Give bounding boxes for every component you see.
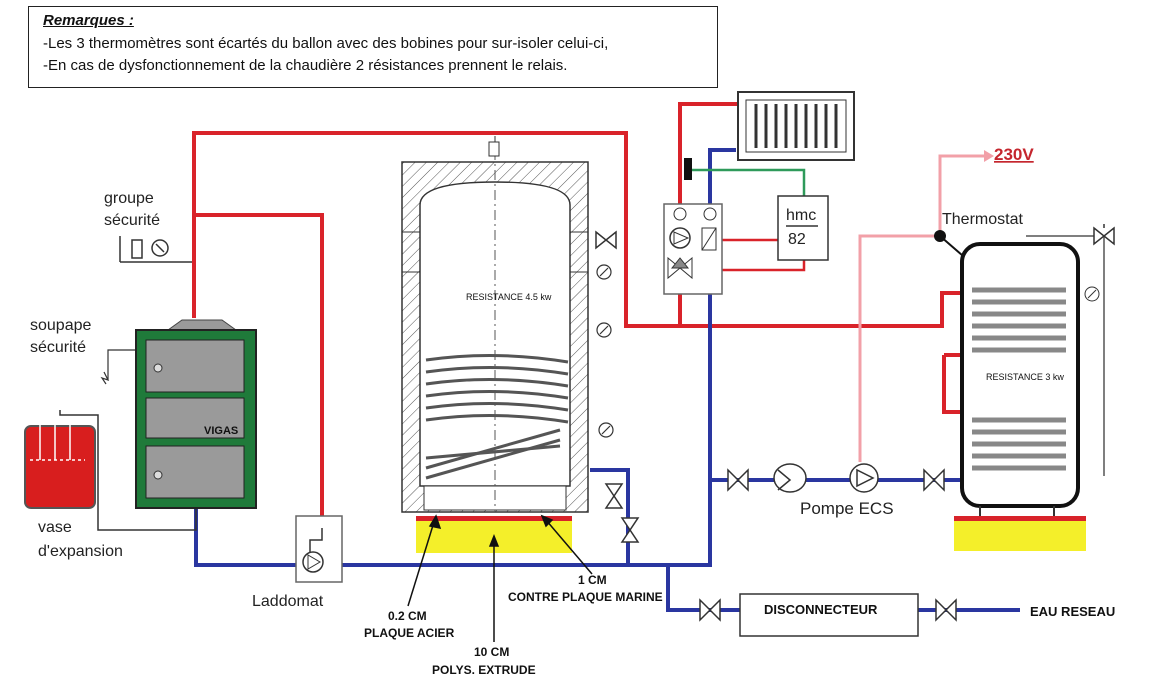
laddomat-unit — [295, 515, 343, 583]
vase-label-1: vase — [38, 519, 72, 536]
buffer-tank — [401, 136, 589, 513]
remarks-title: Remarques : — [43, 12, 134, 29]
resistance-left-label: RESISTANCE 4.5 kw — [466, 292, 552, 302]
vigas-label: VIGAS — [204, 425, 238, 437]
thermostat-label: Thermostat — [942, 211, 1023, 228]
laddomat-label: Laddomat — [252, 593, 324, 610]
hot-pipes — [192, 102, 968, 528]
groupe-securite-label-2: sécurité — [104, 212, 160, 229]
vase-expansion — [24, 425, 96, 509]
voltage-label: 230V — [994, 145, 1034, 164]
soupape-valve-icon — [100, 371, 110, 385]
ecs-line-equipment — [727, 463, 945, 493]
control-line — [690, 168, 806, 196]
pompe-ecs-label: Pompe ECS — [800, 499, 894, 518]
plate-1cm-desc: CONTRE PLAQUE MARINE — [508, 590, 663, 604]
plate-02cm-label: 0.2 CM — [388, 609, 427, 623]
hmc-label: hmc — [786, 207, 816, 224]
vase-arrows — [30, 410, 197, 531]
disconnecteur-label: DISCONNECTEUR — [764, 602, 878, 617]
hmc-number: 82 — [788, 231, 806, 248]
steel-plate — [416, 516, 572, 521]
plate-02cm-desc: PLAQUE ACIER — [364, 626, 455, 640]
supply-valves — [699, 598, 957, 622]
plate-1cm-label: 1 CM — [578, 573, 607, 587]
remarks-line-1: -Les 3 thermomètres sont écartés du ball… — [43, 35, 609, 52]
pump-group — [663, 158, 723, 295]
vase-label-2: d'expansion — [38, 543, 123, 560]
hmc-controller — [777, 195, 829, 261]
safety-group-icon — [119, 236, 192, 263]
tank-valve-icon — [595, 230, 617, 250]
groupe-securite-label-1: groupe — [104, 190, 154, 207]
dhw-top-valve — [1093, 224, 1115, 246]
soupape-line — [107, 349, 140, 380]
thermometer-icons — [596, 264, 614, 438]
cold-valves — [604, 483, 640, 543]
soupape-label-1: soupape — [30, 317, 91, 334]
disconnecteur-box — [739, 593, 919, 637]
power-arrow — [984, 150, 994, 162]
plate-10cm-label: 10 CM — [474, 645, 509, 659]
remarks-line-2: -En cas de dysfonctionnement de la chaud… — [43, 57, 568, 74]
eau-reseau-label: EAU RESEAU — [1030, 604, 1115, 619]
plate-pointers — [407, 514, 593, 642]
plate-10cm-desc: POLYS. EXTRUDE — [432, 663, 536, 677]
radiator — [737, 91, 855, 161]
soupape-label-2: sécurité — [30, 339, 86, 356]
boiler-vigas — [135, 319, 257, 509]
power-line — [858, 154, 986, 462]
resistance-right-label: RESISTANCE 3 kw — [986, 372, 1064, 382]
dhw-tank — [954, 235, 1105, 551]
remarks-box: Remarques : -Les 3 thermomètres sont éca… — [28, 6, 718, 88]
